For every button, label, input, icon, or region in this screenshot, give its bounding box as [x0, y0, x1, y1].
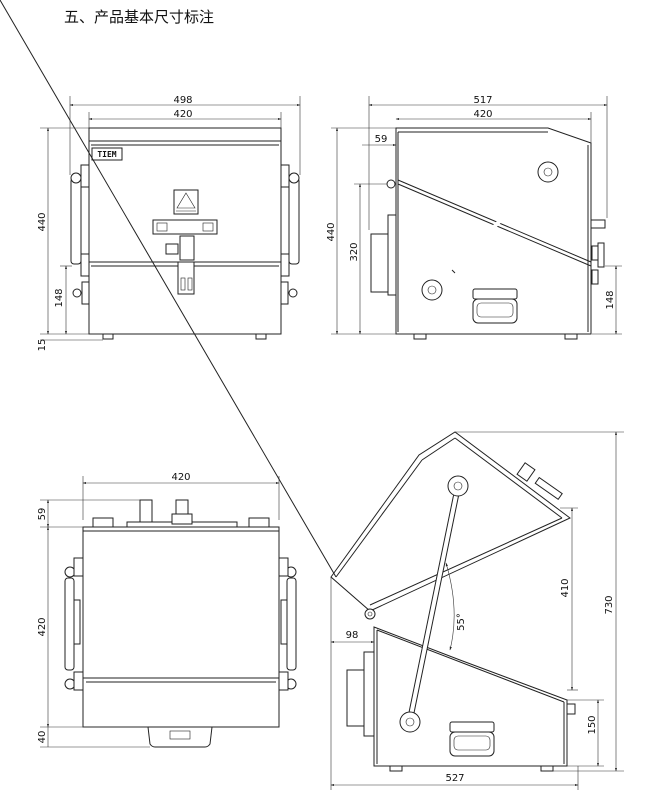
open-rear-panel [346, 669, 365, 727]
dim-open-offset-left: 98 [346, 630, 359, 641]
front-right-handle [288, 177, 300, 265]
dim-front-height-foot: 15 [37, 339, 48, 352]
top-view: 420 59 420 40 [37, 472, 297, 748]
dim-side-width-inner: 420 [473, 109, 492, 120]
top-fitting-left [92, 517, 114, 528]
warning-label [173, 189, 199, 215]
dim-front-height-lower: 148 [54, 288, 65, 307]
open-carry-handle [449, 721, 495, 733]
dim-side-width-outer: 517 [473, 95, 492, 106]
dim-front-height-total: 440 [37, 212, 48, 231]
open-view: 55° 730 410 150 98 527 [0, 0, 624, 790]
warning-icon [176, 192, 196, 209]
dim-open-width-base: 527 [445, 773, 464, 784]
top-left-handle [64, 577, 75, 671]
dim-side-height-lower: 148 [605, 290, 616, 309]
front-latch-bracket [152, 219, 218, 235]
side-rear-panel [370, 233, 389, 293]
dim-side-offset-top: 59 [375, 134, 388, 145]
open-angle-arc [445, 562, 455, 651]
front-view: TIEM 498 [37, 95, 301, 352]
side-view: 517 420 59 440 320 148 [326, 95, 622, 340]
dim-top-depth-body: 420 [37, 617, 48, 636]
top-body-outline [82, 526, 280, 728]
dim-side-height-total: 440 [326, 222, 337, 241]
open-lid-latch [516, 462, 536, 482]
dim-top-depth-front: 59 [37, 508, 48, 521]
dim-top-width: 420 [171, 472, 190, 483]
dim-open-height-lower: 150 [587, 715, 598, 734]
page-heading: 五、产品基本尺寸标注 [64, 8, 215, 26]
dim-front-width-inner: 420 [173, 109, 192, 120]
top-fitting-right [248, 517, 270, 528]
front-left-handle [70, 177, 82, 265]
front-logo-text: TIEM [97, 150, 116, 159]
front-logo-plate [91, 147, 123, 161]
top-front-handle [147, 726, 213, 748]
dim-open-height-lid: 410 [560, 578, 571, 597]
side-carry-handle [472, 288, 518, 300]
top-right-handle [286, 577, 297, 671]
open-hinge [364, 608, 376, 620]
side-hinge [386, 179, 396, 189]
dim-front-width-outer: 498 [173, 95, 192, 106]
dim-open-height-total: 730 [604, 595, 615, 614]
front-latch-clamp [177, 261, 195, 295]
dim-top-depth-rear: 40 [37, 731, 48, 744]
dim-open-angle: 55° [456, 613, 467, 631]
top-port-left [139, 499, 153, 523]
dim-side-height-mid: 320 [349, 242, 360, 261]
